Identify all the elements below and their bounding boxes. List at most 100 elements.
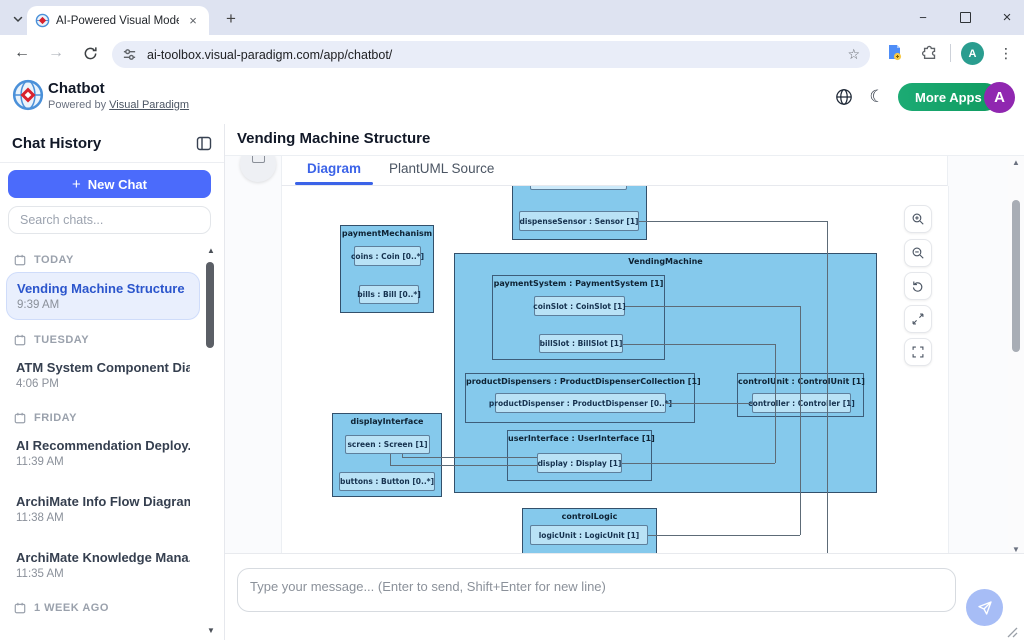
tab-close-icon[interactable]: × — [185, 13, 201, 29]
tab-diagram[interactable]: Diagram — [307, 155, 361, 185]
extensions-puzzle-icon[interactable] — [921, 43, 939, 61]
window-close-button[interactable]: × — [992, 6, 1022, 28]
window-maximize-button[interactable] — [950, 6, 980, 28]
toolbar-divider — [950, 44, 951, 62]
send-plane-icon — [977, 600, 993, 616]
uml-part-buttons[interactable]: buttons : Button [0..*] — [339, 472, 435, 491]
chat-item-active[interactable]: Vending Machine Structure 9:39 AM — [6, 272, 200, 320]
tab-title: AI-Powered Visual Modeling Ch — [56, 15, 179, 27]
sidebar-scroll-up-icon[interactable]: ▲ — [205, 246, 217, 255]
user-avatar[interactable]: A — [984, 82, 1015, 113]
card-gutter-right — [948, 155, 1008, 553]
uml-box-title: controlLogic — [523, 509, 656, 521]
diagram-tabs: Diagram PlantUML Source — [281, 155, 948, 186]
back-icon[interactable]: ← — [10, 41, 34, 65]
visual-paradigm-logo — [11, 78, 45, 112]
uml-box-title: userInterface : UserInterface [1] — [508, 431, 651, 443]
chat-group-label: TUESDAY — [14, 334, 206, 346]
zoom-out-button[interactable] — [904, 239, 932, 267]
sidebar-scroll-down-icon[interactable]: ▼ — [205, 626, 217, 635]
plus-icon: + — [72, 176, 81, 193]
uml-part-dispense-sensor[interactable]: dispenseSensor : Sensor [1] — [519, 211, 639, 231]
resize-grip-icon[interactable] — [1004, 626, 1018, 638]
uml-box-title: paymentMechanism — [341, 226, 433, 238]
uml-part-screen[interactable]: screen : Screen [1] — [345, 435, 430, 454]
sidebar-scrollbar-thumb[interactable] — [206, 262, 214, 348]
connector-line — [402, 454, 403, 457]
reload-icon[interactable] — [78, 41, 102, 65]
uml-box-title: VendingMachine — [455, 254, 876, 266]
calendar-icon — [14, 334, 26, 346]
uml-part-coins[interactable]: coins : Coin [0..*] — [354, 246, 421, 266]
uml-part-coin-slot[interactable]: coinSlot : CoinSlot [1] — [534, 296, 625, 316]
chat-item-time: 11:35 AM — [16, 568, 190, 580]
message-input[interactable] — [237, 568, 956, 612]
main-scroll-up-icon[interactable]: ▲ — [1008, 158, 1024, 167]
chat-group-label: 1 WEEK AGO — [14, 602, 206, 614]
card-gutter-left — [225, 155, 281, 553]
uml-part-bills[interactable]: bills : Bill [0..*] — [359, 285, 419, 304]
uml-part-clipped[interactable] — [530, 186, 627, 190]
forward-icon[interactable]: → — [44, 41, 68, 65]
url-input[interactable] — [145, 47, 847, 63]
expand-button[interactable] — [904, 305, 932, 333]
chat-item[interactable]: ArchiMate Knowledge Mana... 11:35 AM — [6, 542, 200, 588]
collapse-panel-icon[interactable] — [196, 136, 212, 151]
site-settings-tune-icon[interactable] — [122, 47, 137, 62]
connector-line — [827, 221, 828, 553]
uml-part-logic-unit[interactable]: logicUnit : LogicUnit [1] — [530, 525, 648, 545]
connector-line — [648, 535, 800, 536]
main-scrollbar-thumb[interactable] — [1012, 200, 1020, 352]
browser-menu-kebab-icon[interactable]: ⋮ — [995, 41, 1017, 65]
chat-item-time: 11:38 AM — [16, 512, 190, 524]
chat-item-title: ArchiMate Info Flow Diagram — [16, 494, 190, 509]
visual-paradigm-link[interactable]: Visual Paradigm — [109, 99, 189, 111]
uml-part-controller[interactable]: controller : Controller [1] — [752, 393, 851, 413]
search-chats-input[interactable] — [8, 206, 211, 234]
connector-line — [800, 306, 801, 535]
powered-by: Powered by Visual Paradigm — [48, 99, 189, 111]
connector-line — [625, 306, 800, 307]
browser-profile-avatar[interactable]: A — [961, 42, 984, 65]
dark-mode-moon-icon[interactable]: ☾ — [866, 86, 888, 108]
visual-paradigm-favicon — [35, 13, 50, 28]
connector-line — [775, 344, 776, 463]
sidebar-title: Chat History — [12, 135, 101, 152]
calendar-icon — [14, 412, 26, 424]
window-minimize-button[interactable]: − — [908, 6, 938, 28]
reset-view-button[interactable] — [904, 272, 932, 300]
language-globe-icon[interactable] — [833, 86, 855, 108]
uml-part-product-dispenser[interactable]: productDispenser : ProductDispenser [0..… — [495, 393, 666, 413]
chat-item[interactable]: ArchiMate Info Flow Diagram 11:38 AM — [6, 486, 200, 532]
chat-item-title: ArchiMate Knowledge Mana... — [16, 550, 190, 565]
url-bar[interactable]: ☆ — [112, 41, 870, 68]
uml-box-title: displayInterface — [333, 414, 441, 426]
sidebar-header: Chat History — [0, 124, 224, 163]
chat-item-title: ATM System Component Dia... — [16, 360, 190, 375]
bookmark-star-icon[interactable]: ☆ — [847, 46, 860, 63]
new-chat-button[interactable]: + New Chat — [8, 170, 211, 198]
chat-item[interactable]: ATM System Component Dia... 4:06 PM — [6, 352, 200, 398]
tab-search-chevron-icon[interactable] — [7, 8, 29, 30]
browser-tab[interactable]: AI-Powered Visual Modeling Ch × — [27, 6, 209, 35]
connector-line — [622, 463, 775, 464]
chat-item-title: Vending Machine Structure — [17, 281, 189, 296]
reading-mode-icon[interactable] — [884, 42, 904, 62]
chat-item[interactable]: AI Recommendation Deploy... 11:39 AM — [6, 430, 200, 476]
chat-list: TODAY Vending Machine Structure 9:39 AM … — [0, 240, 206, 640]
diagram-canvas[interactable]: dispenseSensor : Sensor [1] paymentMecha… — [281, 186, 949, 553]
app-title: Chatbot — [48, 80, 105, 97]
tab-plantuml-source[interactable]: PlantUML Source — [389, 155, 494, 185]
powered-by-text: Powered by — [48, 99, 109, 111]
zoom-in-button[interactable] — [904, 205, 932, 233]
new-tab-button[interactable]: + — [220, 8, 242, 30]
uml-box-title: paymentSystem : PaymentSystem [1] — [493, 276, 664, 288]
uml-box-title: productDispensers : ProductDispenserColl… — [466, 374, 694, 386]
send-button[interactable] — [966, 589, 1003, 626]
connector-line — [639, 221, 827, 222]
uml-part-bill-slot[interactable]: billSlot : BillSlot [1] — [539, 334, 623, 353]
fullscreen-button[interactable] — [904, 338, 932, 366]
connector-line — [402, 457, 537, 458]
conversation-title: Vending Machine Structure — [237, 130, 430, 147]
uml-part-display[interactable]: display : Display [1] — [537, 453, 622, 473]
